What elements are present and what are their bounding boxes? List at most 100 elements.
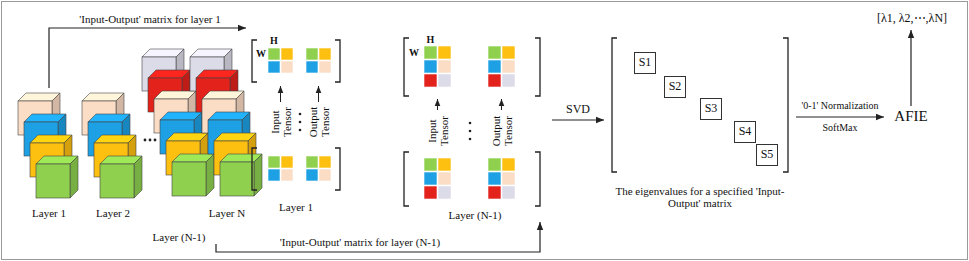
matrix-cell xyxy=(268,156,280,168)
eigenvalue-label: S2 xyxy=(669,80,682,94)
matrix-cell xyxy=(502,172,515,185)
cube-front xyxy=(100,164,134,198)
layer-stack: Layer N xyxy=(186,46,268,220)
matrix-bracket xyxy=(252,40,340,82)
ellipsis-dot xyxy=(469,122,472,125)
layer-stack: Layer 2 xyxy=(78,88,148,220)
matrix-cell xyxy=(438,158,451,171)
matrix-cell xyxy=(424,158,437,171)
tensor-label: Output Tensor xyxy=(490,112,514,150)
flow-arrow xyxy=(552,119,604,120)
tensor-label: Input Tensor xyxy=(269,103,293,141)
flow-arrow xyxy=(49,28,246,88)
matrix-cell xyxy=(488,172,501,185)
matrix-cell xyxy=(281,156,293,168)
ellipsis-dot xyxy=(154,139,157,142)
height-label: H xyxy=(427,34,435,46)
cube-side xyxy=(70,156,78,198)
cube-stack xyxy=(18,93,78,198)
cube-front xyxy=(172,162,206,196)
matrix-cell xyxy=(281,169,293,181)
eigenvalue-label: S4 xyxy=(739,125,752,139)
matrix-caption: The eigenvalues for a specified 'Input-O… xyxy=(615,185,785,210)
tensor-arrow xyxy=(280,86,281,102)
matrix-cell xyxy=(488,186,501,199)
ellipsis-dot xyxy=(469,130,472,133)
edge-label: '0-1' Normalization xyxy=(799,100,880,112)
matrix-cell xyxy=(306,48,318,60)
ellipsis-dot xyxy=(469,138,472,141)
ellipsis-dot xyxy=(144,139,147,142)
layer-label: Layer 1 xyxy=(32,207,66,220)
matrix-bracket xyxy=(404,38,540,96)
output-node: AFIE xyxy=(884,106,938,128)
matrix-cell xyxy=(268,61,280,73)
layer-label: Layer (N-1) xyxy=(153,231,206,244)
matrix-cell xyxy=(438,74,451,87)
matrix-cell xyxy=(438,46,451,59)
tensor-label: Output Tensor xyxy=(307,103,331,141)
matrix-cell xyxy=(502,46,515,59)
flow-arrow xyxy=(910,30,911,106)
layer-stack: Layer 1 xyxy=(14,88,84,220)
edge-label: SVD xyxy=(564,103,592,117)
matrix-cell xyxy=(488,46,501,59)
tensor-label: Input Tensor xyxy=(426,112,450,150)
cube-side xyxy=(134,156,142,198)
tensor-arrow xyxy=(318,86,319,102)
ellipsis-dot xyxy=(299,113,302,116)
cube-stack xyxy=(82,93,142,198)
matrix-cell xyxy=(306,156,318,168)
flow-arrow xyxy=(216,222,540,252)
vector-label: [λ1, λ2,⋯,λN] xyxy=(877,12,947,26)
eigenvalue-box: S1 xyxy=(634,52,656,74)
ellipsis-dot xyxy=(149,139,152,142)
edge-label: 'Input-Output' matrix for layer 1 xyxy=(77,13,222,26)
matrix-cell xyxy=(424,74,437,87)
eigenvalue-matrix: The eigenvalues for a specified 'Input-O… xyxy=(604,30,796,210)
eigenvalue-label: S3 xyxy=(705,102,718,116)
height-label: H xyxy=(270,35,278,47)
matrix-cell xyxy=(424,172,437,185)
eigenvalue-box: S2 xyxy=(664,76,686,98)
layer-label: Layer 2 xyxy=(96,207,130,220)
cube-front xyxy=(36,164,70,198)
matrix-cell xyxy=(438,172,451,185)
eigenvalue-label: S1 xyxy=(639,56,652,70)
flow-arrow xyxy=(796,116,884,117)
matrix-cell xyxy=(281,48,293,60)
matrix-cell xyxy=(319,61,331,73)
weight-vector: [λ1, λ2,⋯,λN] xyxy=(866,8,958,30)
layer-label: Layer N xyxy=(209,207,245,220)
matrix-cell xyxy=(502,60,515,73)
matrix-cell xyxy=(488,60,501,73)
matrix-cell xyxy=(488,74,501,87)
matrix-cell xyxy=(488,158,501,171)
layer-label: Layer 1 xyxy=(279,201,313,214)
tensor-arrow xyxy=(501,99,502,110)
eigenvalue-box: S3 xyxy=(700,98,722,120)
matrix-cell xyxy=(306,169,318,181)
eigenvalue-box: S5 xyxy=(756,144,778,166)
matrix-cell xyxy=(319,48,331,60)
eigenvalue-box: S4 xyxy=(734,121,756,143)
matrix-bracket xyxy=(252,148,340,190)
matrix-group: Layer (N-1) xyxy=(398,24,552,222)
matrix-cell xyxy=(319,169,331,181)
matrix-cell xyxy=(268,48,280,60)
matrix-cell xyxy=(268,169,280,181)
matrix-cell xyxy=(438,60,451,73)
tensor-arrow xyxy=(437,99,438,110)
width-label: W xyxy=(256,48,266,60)
layer-label: Layer (N-1) xyxy=(449,209,502,222)
matrix-cell xyxy=(424,186,437,199)
matrix-cell xyxy=(502,158,515,171)
cube-side xyxy=(206,154,214,196)
matrix-bracket xyxy=(612,38,788,172)
eigenvalue-label: S5 xyxy=(761,148,774,162)
matrix-cell xyxy=(281,61,293,73)
cube-stack xyxy=(190,49,262,196)
matrix-cell xyxy=(502,74,515,87)
